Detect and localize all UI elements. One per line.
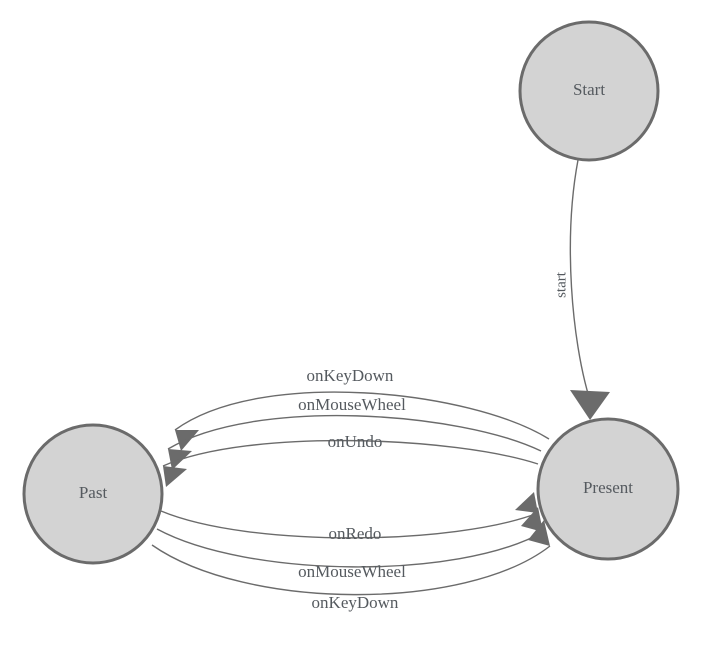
node-shape (518, 20, 660, 162)
edge-path (174, 391, 550, 440)
edge-label: onKeyDown (307, 366, 394, 385)
arrowhead-icon (528, 520, 550, 546)
edge-past-to-present-onmousewheel[interactable]: onMouseWheel (156, 507, 544, 581)
node-label: Start (573, 80, 605, 99)
edge-present-to-past-onkeydown[interactable]: onKeyDown (174, 366, 550, 451)
arrowhead-icon (570, 390, 610, 420)
node-present[interactable]: Present (536, 417, 680, 561)
node-shape (536, 417, 680, 561)
edge-label: onMouseWheel (298, 562, 406, 581)
edge-label: onKeyDown (312, 593, 399, 612)
edge-label: start (553, 271, 569, 298)
node-label: Past (79, 483, 108, 502)
edge-path (160, 510, 539, 539)
edge-path (156, 528, 544, 568)
arrowhead-icon (163, 466, 187, 487)
edge-label: onMouseWheel (298, 395, 406, 414)
edge-start-to-present[interactable]: start (553, 159, 610, 420)
node-past[interactable]: Past (22, 423, 164, 565)
arrowhead-icon (521, 507, 543, 532)
edge-path (569, 159, 590, 398)
edge-label: onRedo (329, 524, 382, 543)
edge-path (151, 544, 551, 596)
edge-past-to-present-onkeydown[interactable]: onKeyDown (151, 520, 551, 612)
edge-path (167, 414, 542, 452)
arrowhead-icon (175, 430, 199, 451)
node-label: Present (583, 478, 633, 497)
edge-past-to-present-onredo[interactable]: onRedo (160, 492, 539, 543)
node-start[interactable]: Start (518, 20, 660, 162)
arrowhead-icon (515, 492, 538, 513)
edge-present-to-past-onundo[interactable]: onUndo (162, 432, 539, 487)
edge-label: onUndo (328, 432, 383, 451)
node-shape (22, 423, 164, 565)
edge-path (162, 439, 539, 467)
